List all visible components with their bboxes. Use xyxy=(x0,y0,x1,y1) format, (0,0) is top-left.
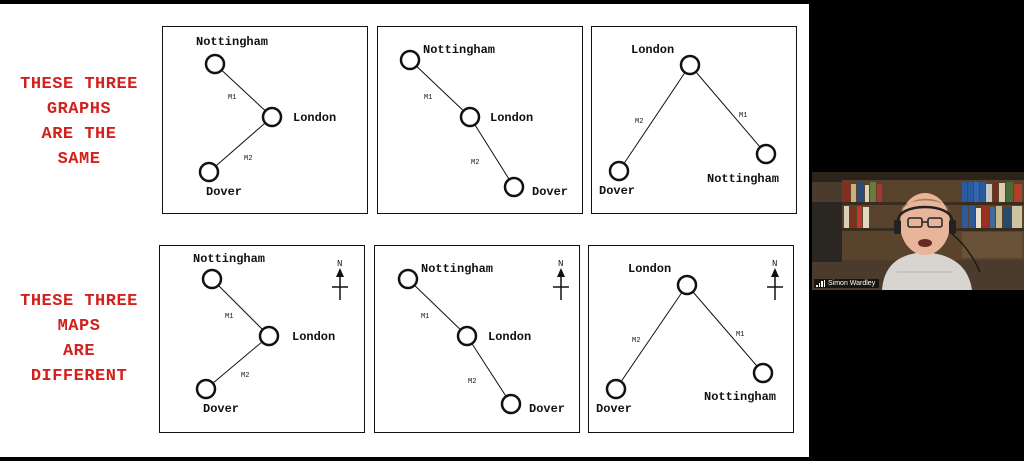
dover-node xyxy=(605,378,627,400)
dover-label: Dover xyxy=(599,184,635,198)
dover-label: Dover xyxy=(596,402,632,416)
graph-panel-2: Nottingham London Dover M1 M2 xyxy=(377,26,583,214)
north-letter: N xyxy=(558,259,563,269)
nottingham-label: Nottingham xyxy=(423,43,495,57)
graphs-caption-line: ARE THE xyxy=(41,125,117,144)
nottingham-label: Nottingham xyxy=(421,262,493,276)
participant-video-tile[interactable]: Simon Wardley xyxy=(812,172,1024,290)
nottingham-node xyxy=(397,268,419,290)
london-node xyxy=(676,274,698,296)
nottingham-node xyxy=(755,143,777,165)
maps-caption-line: ARE xyxy=(62,342,96,361)
participant-video-feed xyxy=(812,172,1024,290)
m2-label: M2 xyxy=(471,159,479,167)
m2-label: M2 xyxy=(241,372,249,380)
graph-diagram-1: Nottingham London Dover M1 M2 xyxy=(196,35,336,199)
participant-name-tag: Simon Wardley xyxy=(814,279,880,288)
london-node xyxy=(459,106,481,128)
nottingham-label: Nottingham xyxy=(707,172,779,186)
london-label: London xyxy=(631,43,674,57)
graph-panel-3: London Dover Nottingham M2 M1 xyxy=(591,26,797,214)
london-label: London xyxy=(490,111,533,125)
m2-label: M2 xyxy=(635,118,643,126)
signal-bars-icon xyxy=(816,280,825,287)
m1-label: M1 xyxy=(421,313,429,321)
nottingham-label: Nottingham xyxy=(196,35,268,49)
graph-panel-1: Nottingham London Dover M1 M2 xyxy=(162,26,368,214)
london-label: London xyxy=(628,262,671,276)
dover-node xyxy=(195,378,217,400)
dover-label: Dover xyxy=(532,185,568,199)
north-arrow-icon: N xyxy=(553,259,569,300)
graphs-caption-line: GRAPHS xyxy=(46,100,112,119)
maps-caption-line: MAPS xyxy=(57,317,101,336)
map-diagram-3: London Dover Nottingham M2 M1 N xyxy=(596,259,783,416)
north-letter: N xyxy=(337,259,342,269)
m1-label: M1 xyxy=(225,313,233,321)
dover-label: Dover xyxy=(529,402,565,416)
m1-label: M1 xyxy=(736,331,744,339)
london-label: London xyxy=(292,330,335,344)
nottingham-node xyxy=(201,268,223,290)
dover-label: Dover xyxy=(203,402,239,416)
nottingham-label: Nottingham xyxy=(193,252,265,266)
nottingham-node xyxy=(752,362,774,384)
london-node xyxy=(258,325,280,347)
map-panel-1: Nottingham London Dover M1 M2 N xyxy=(159,245,365,433)
graphs-caption-line: THESE THREE xyxy=(20,75,138,94)
graphs-caption-line: SAME xyxy=(57,150,101,169)
maps-caption-line: THESE THREE xyxy=(20,292,138,311)
london-node xyxy=(456,325,478,347)
london-node xyxy=(261,106,283,128)
maps-caption: THESE THREE MAPS ARE DIFFERENT xyxy=(4,289,154,389)
map-panel-2: Nottingham London Dover M1 M2 N xyxy=(374,245,580,433)
dover-node xyxy=(500,393,522,415)
m1-label: M1 xyxy=(228,94,236,102)
dover-node xyxy=(198,161,220,183)
london-label: London xyxy=(293,111,336,125)
dover-node xyxy=(503,176,525,198)
m2-label: M2 xyxy=(632,337,640,345)
m2-label: M2 xyxy=(468,378,476,386)
nottingham-node xyxy=(399,49,421,71)
participant-name: Simon Wardley xyxy=(828,280,876,287)
m1-label: M1 xyxy=(739,112,747,120)
north-arrow-icon: N xyxy=(767,259,783,300)
north-arrow-icon: N xyxy=(332,259,348,300)
london-node xyxy=(679,54,701,76)
london-label: London xyxy=(488,330,531,344)
dover-label: Dover xyxy=(206,185,242,199)
m2-label: M2 xyxy=(244,155,252,163)
graph-diagram-2: Nottingham London Dover M1 M2 xyxy=(399,43,568,199)
m1-label: M1 xyxy=(424,94,432,102)
nottingham-node xyxy=(204,53,226,75)
map-panel-3: London Dover Nottingham M2 M1 N xyxy=(588,245,794,433)
map-diagram-1: Nottingham London Dover M1 M2 N xyxy=(193,252,348,416)
north-letter: N xyxy=(772,259,777,269)
dover-node xyxy=(608,160,630,182)
graphs-caption: THESE THREE GRAPHS ARE THE SAME xyxy=(4,72,154,172)
presentation-slide: THESE THREE GRAPHS ARE THE SAME THESE TH… xyxy=(0,4,809,457)
maps-caption-line: DIFFERENT xyxy=(30,367,128,386)
map-diagram-2: Nottingham London Dover M1 M2 N xyxy=(397,259,569,416)
nottingham-label: Nottingham xyxy=(704,390,776,404)
graph-diagram-3: London Dover Nottingham M2 M1 xyxy=(599,43,779,198)
